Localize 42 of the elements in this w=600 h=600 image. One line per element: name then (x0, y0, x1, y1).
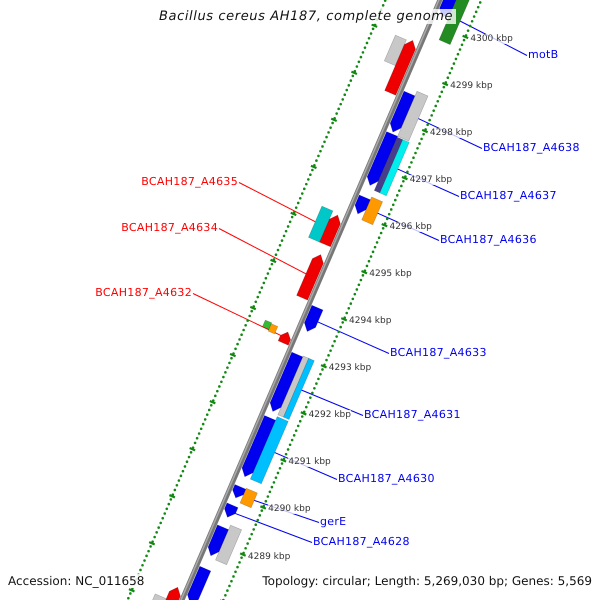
gene-block (308, 206, 334, 242)
gene-label: BCAH187_A4628 (313, 535, 410, 548)
scale-label: 4299 kbp (450, 81, 493, 91)
gene-block (296, 254, 324, 300)
scale-label: 4296 kbp (389, 222, 432, 232)
gene-label: BCAH187_A4637 (460, 189, 557, 202)
gene-label: BCAH187_A4634 (121, 221, 218, 234)
leader-line (192, 293, 282, 336)
scale-label: 4298 kbp (430, 128, 472, 138)
gene-block (240, 488, 258, 508)
gene-block (278, 332, 291, 346)
accession-text: Accession: NC_011658 (8, 574, 144, 588)
gene-block (304, 304, 324, 332)
scale-label: 4295 kbp (369, 269, 412, 280)
gene-label: motB (528, 48, 559, 61)
gene-block (361, 196, 383, 226)
scale-label: 4291 kbp (288, 457, 331, 468)
leader-line (317, 321, 390, 354)
summary-text: Topology: circular; Length: 5,269,030 bp; Genes: 5,569 (262, 574, 592, 588)
leader-line (234, 513, 312, 543)
gene-label: BCAH187_A4630 (338, 472, 435, 485)
gene-label: BCAH187_A4633 (390, 346, 487, 359)
gene-block (379, 139, 410, 196)
gene-label: BCAH187_A4636 (440, 233, 537, 246)
scale-label: 4294 kbp (349, 316, 392, 326)
gene-block (224, 502, 238, 518)
title: Bacillus cereus AH187, complete genome (156, 9, 456, 24)
scale-label: 4289 kbp (248, 552, 290, 562)
leader-line (218, 228, 306, 274)
scale-label: 4297 kbp (410, 175, 452, 186)
gene-block (250, 416, 289, 484)
scale-label: 4292 kbp (308, 410, 351, 420)
gene-label: gerE (320, 515, 346, 528)
scale-label: 4293 kbp (328, 363, 372, 374)
gene-label: BCAH187_A4632 (95, 286, 192, 299)
gene-label: BCAH187_A4631 (364, 408, 461, 421)
gene-label: BCAH187_A4635 (141, 175, 238, 188)
scale-label: 4290 kbp (268, 504, 311, 514)
gene-label: BCAH187_A4638 (483, 141, 580, 154)
leader-line (238, 182, 316, 222)
leader-line (301, 390, 364, 416)
gene-block (397, 90, 428, 142)
